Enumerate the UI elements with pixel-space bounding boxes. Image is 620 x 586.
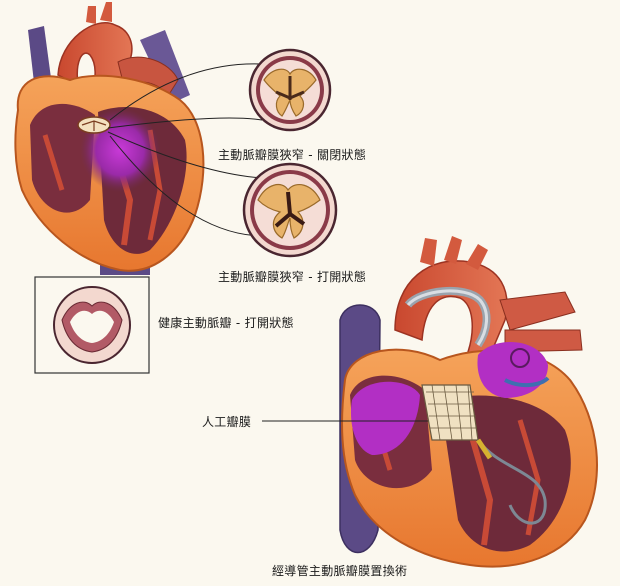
label-artificial-valve: 人工瓣膜	[202, 413, 251, 430]
stenosis-closed-valve	[250, 50, 330, 130]
stenotic-heart-illustration	[15, 2, 203, 275]
tavr-heart-illustration	[340, 236, 597, 567]
label-stenosis-open: 主動脈瓣膜狹窄 - 打開狀態	[218, 268, 366, 285]
label-tavr: 經導管主動脈瓣膜置換術	[272, 562, 407, 579]
label-healthy-valve: 健康主動脈瓣 - 打開狀態	[158, 314, 294, 331]
healthy-valve-panel	[35, 277, 149, 373]
label-stenosis-closed: 主動脈瓣膜狹窄 - 關閉狀態	[218, 146, 366, 163]
stenosis-open-valve	[244, 164, 336, 256]
artificial-valve-stent	[422, 385, 478, 440]
